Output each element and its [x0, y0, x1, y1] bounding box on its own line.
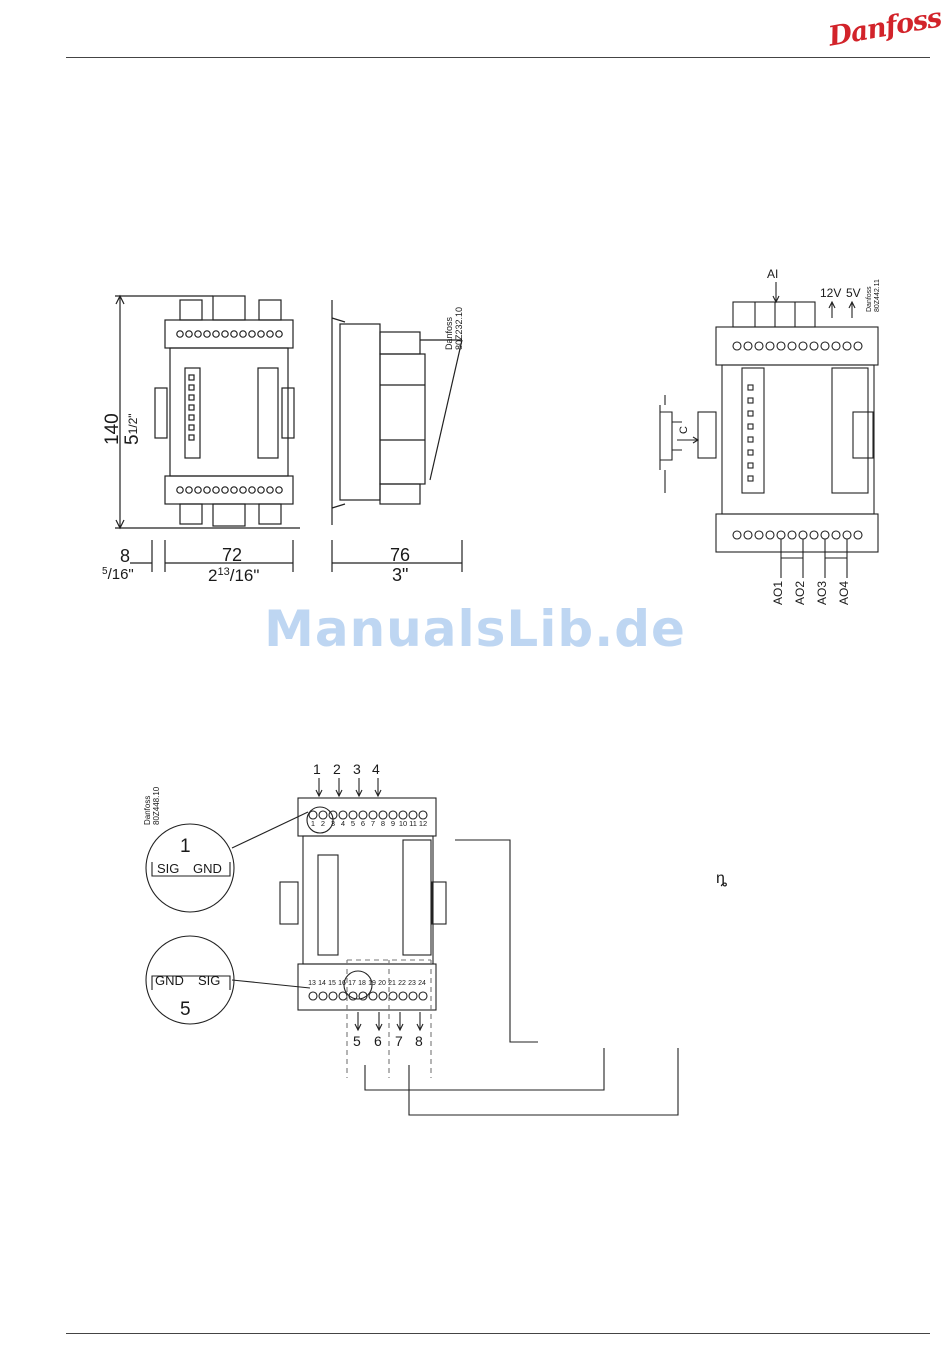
diagram1-code: Danfoss 80Z232.10	[446, 288, 462, 348]
io-bottom-terminals	[733, 531, 862, 539]
12v-label: 12V	[820, 286, 841, 300]
top-terminal-numbers: 1 2 3 4 5 6 7 8 9 10 11 12	[308, 819, 434, 828]
wiring-bottom-terminal-block	[298, 964, 436, 1010]
stray-glyph: ȵ	[716, 870, 727, 888]
depth-mm: 76	[390, 545, 410, 566]
diagram3-code: Danfoss 80Z448.10	[142, 770, 162, 820]
width-in: 213/16"	[208, 566, 259, 586]
callout-1-gnd: GND	[193, 861, 222, 876]
callout-5-sig: SIG	[198, 973, 220, 988]
front-body	[170, 348, 288, 476]
rail-label: C	[678, 426, 690, 434]
callout-1-number: 1	[180, 836, 191, 858]
io-top-terminals	[733, 342, 862, 350]
callout-5-number: 5	[180, 999, 191, 1021]
bottom-number-8: 8	[415, 1033, 423, 1049]
side-view	[332, 300, 462, 525]
diagram2-code: Danfoss 80Z442.11	[866, 266, 882, 306]
dimension-diagram	[100, 280, 480, 600]
callout-5-gnd: GND	[155, 973, 184, 988]
depth-in: 3"	[392, 565, 408, 586]
top-number-2: 2	[333, 761, 341, 777]
width-mm: 72	[222, 545, 242, 566]
io-diagram	[640, 260, 890, 610]
danfoss-logo: Danfoss	[826, 2, 943, 52]
footer-rule	[66, 1333, 930, 1334]
5v-label: 5V	[846, 286, 861, 300]
watermark: ManualsLib.de	[0, 600, 950, 658]
left-offset-mm: 8	[120, 546, 130, 567]
bottom-terminal-numbers: 13 14 15 16 17 18 19 20 21 22 23 24	[307, 980, 433, 987]
bottom-number-6: 6	[374, 1033, 382, 1049]
ai-label: AI	[767, 267, 778, 281]
wiring-top-terminal-circles	[309, 811, 427, 819]
top-number-3: 3	[353, 761, 361, 777]
header-rule	[66, 57, 930, 58]
wiring-bottom-terminal-circles	[309, 992, 427, 1000]
top-number-1: 1	[313, 761, 321, 777]
bottom-number-5: 5	[353, 1033, 361, 1049]
callout-1-sig: SIG	[157, 861, 179, 876]
wiring-diagram	[130, 760, 730, 1120]
height-dimension: 140 51/2"	[103, 385, 143, 445]
left-offset-in: 5/16"	[102, 566, 134, 583]
bottom-number-7: 7	[395, 1033, 403, 1049]
front-top-terminals	[177, 331, 282, 337]
top-number-4: 4	[372, 761, 380, 777]
front-bottom-terminals	[177, 487, 282, 493]
